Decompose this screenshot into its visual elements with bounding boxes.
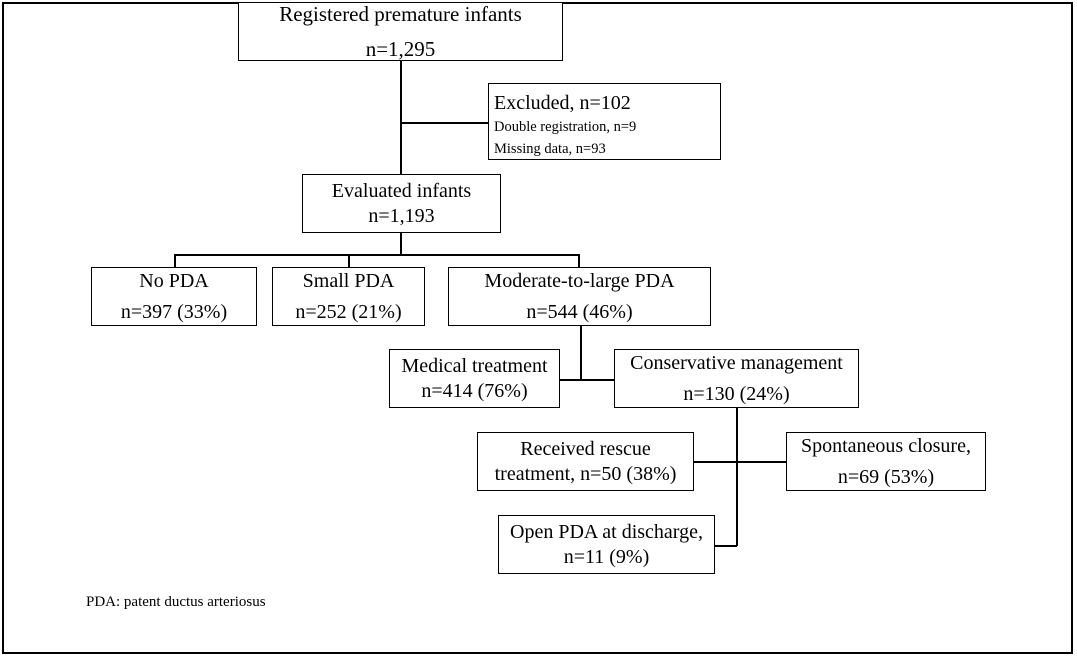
- excluded-title: Excluded, n=102: [494, 92, 631, 114]
- connector-moderate-down: [580, 326, 582, 380]
- spontaneous-closure-label: Spontaneous closure,: [801, 434, 971, 457]
- registered-infants-box: Registered premature infants n=1,295: [238, 2, 563, 61]
- excluded-reason-double: Double registration, n=9: [494, 119, 637, 135]
- moderate-large-pda-label: Moderate-to-large PDA: [484, 269, 675, 292]
- connector-to-no-pda: [174, 254, 176, 267]
- evaluated-count: n=1,193: [368, 204, 435, 227]
- connector-registered-evaluated: [400, 61, 402, 174]
- no-pda-box: No PDA n=397 (33%): [91, 267, 257, 326]
- rescue-treatment-count: treatment, n=50 (38%): [494, 462, 677, 485]
- evaluated-infants-box: Evaluated infants n=1,193: [302, 174, 501, 233]
- open-pda-count: n=11 (9%): [563, 545, 650, 568]
- conservative-management-label: Conservative management: [630, 351, 843, 374]
- small-pda-count: n=252 (21%): [295, 300, 402, 323]
- spontaneous-closure-count: n=69 (53%): [837, 465, 935, 488]
- connector-to-moderate-pda: [578, 254, 580, 267]
- connector-to-small-pda: [348, 254, 350, 267]
- connector-open-pda: [715, 545, 737, 547]
- registered-label: Registered premature infants: [279, 2, 522, 27]
- connector-evaluated-down: [400, 233, 402, 254]
- footnote: PDA: patent ductus arteriosus: [86, 594, 266, 610]
- no-pda-count: n=397 (33%): [120, 300, 228, 323]
- excluded-box: Excluded, n=102 Double registration, n=9…: [488, 83, 721, 160]
- medical-treatment-count: n=414 (76%): [421, 379, 528, 402]
- conservative-management-box: Conservative management n=130 (24%): [614, 349, 859, 408]
- open-pda-label: Open PDA at discharge,: [510, 520, 703, 543]
- connector-excluded: [400, 122, 489, 124]
- connector-conservative-down: [736, 408, 738, 546]
- no-pda-label: No PDA: [139, 269, 209, 292]
- small-pda-box: Small PDA n=252 (21%): [272, 267, 425, 326]
- small-pda-label: Small PDA: [302, 269, 395, 292]
- rescue-treatment-box: Received rescue treatment, n=50 (38%): [477, 432, 694, 491]
- moderate-large-pda-count: n=544 (46%): [526, 300, 633, 323]
- excluded-reason-missing: Missing data, n=93: [494, 141, 606, 158]
- medical-treatment-label: Medical treatment: [401, 354, 548, 377]
- spontaneous-closure-box: Spontaneous closure, n=69 (53%): [786, 432, 986, 491]
- registered-count: n=1,295: [365, 36, 436, 61]
- conservative-management-count: n=130 (24%): [683, 382, 790, 405]
- medical-treatment-box: Medical treatment n=414 (76%): [389, 349, 560, 408]
- connector-rescue-closure-bar: [694, 461, 786, 463]
- evaluated-label: Evaluated infants: [331, 179, 472, 202]
- open-pda-box: Open PDA at discharge, n=11 (9%): [498, 515, 715, 574]
- connector-treatment-bar: [559, 379, 615, 381]
- connector-branch-bar: [174, 254, 579, 256]
- moderate-large-pda-box: Moderate-to-large PDA n=544 (46%): [448, 267, 711, 326]
- rescue-treatment-label: Received rescue: [520, 437, 651, 460]
